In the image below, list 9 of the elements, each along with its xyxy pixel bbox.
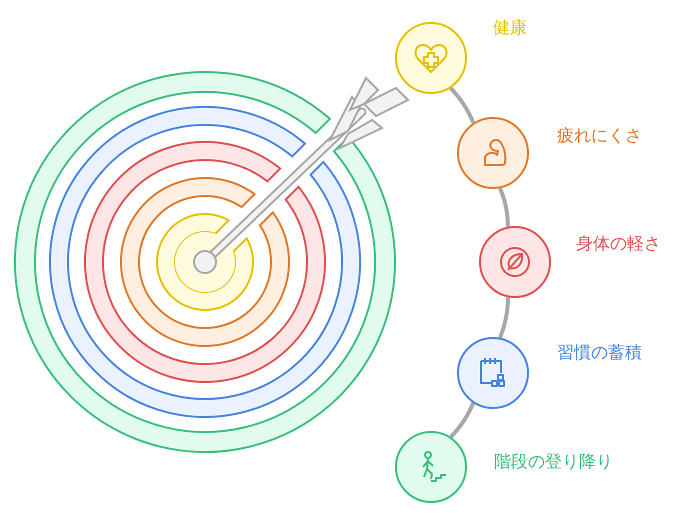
connector-line xyxy=(498,297,510,338)
benefit-label: 身体の軽さ xyxy=(576,233,661,255)
benefit-label: 階段の登り降り xyxy=(494,451,613,473)
connector-line xyxy=(449,402,476,438)
benefit-label: 疲れにくさ xyxy=(557,125,642,147)
connector-line xyxy=(498,188,510,227)
benefit-label: 習慣の蓄積 xyxy=(557,342,642,364)
connector-line xyxy=(449,86,476,124)
benefit-label: 健康 xyxy=(493,17,527,39)
